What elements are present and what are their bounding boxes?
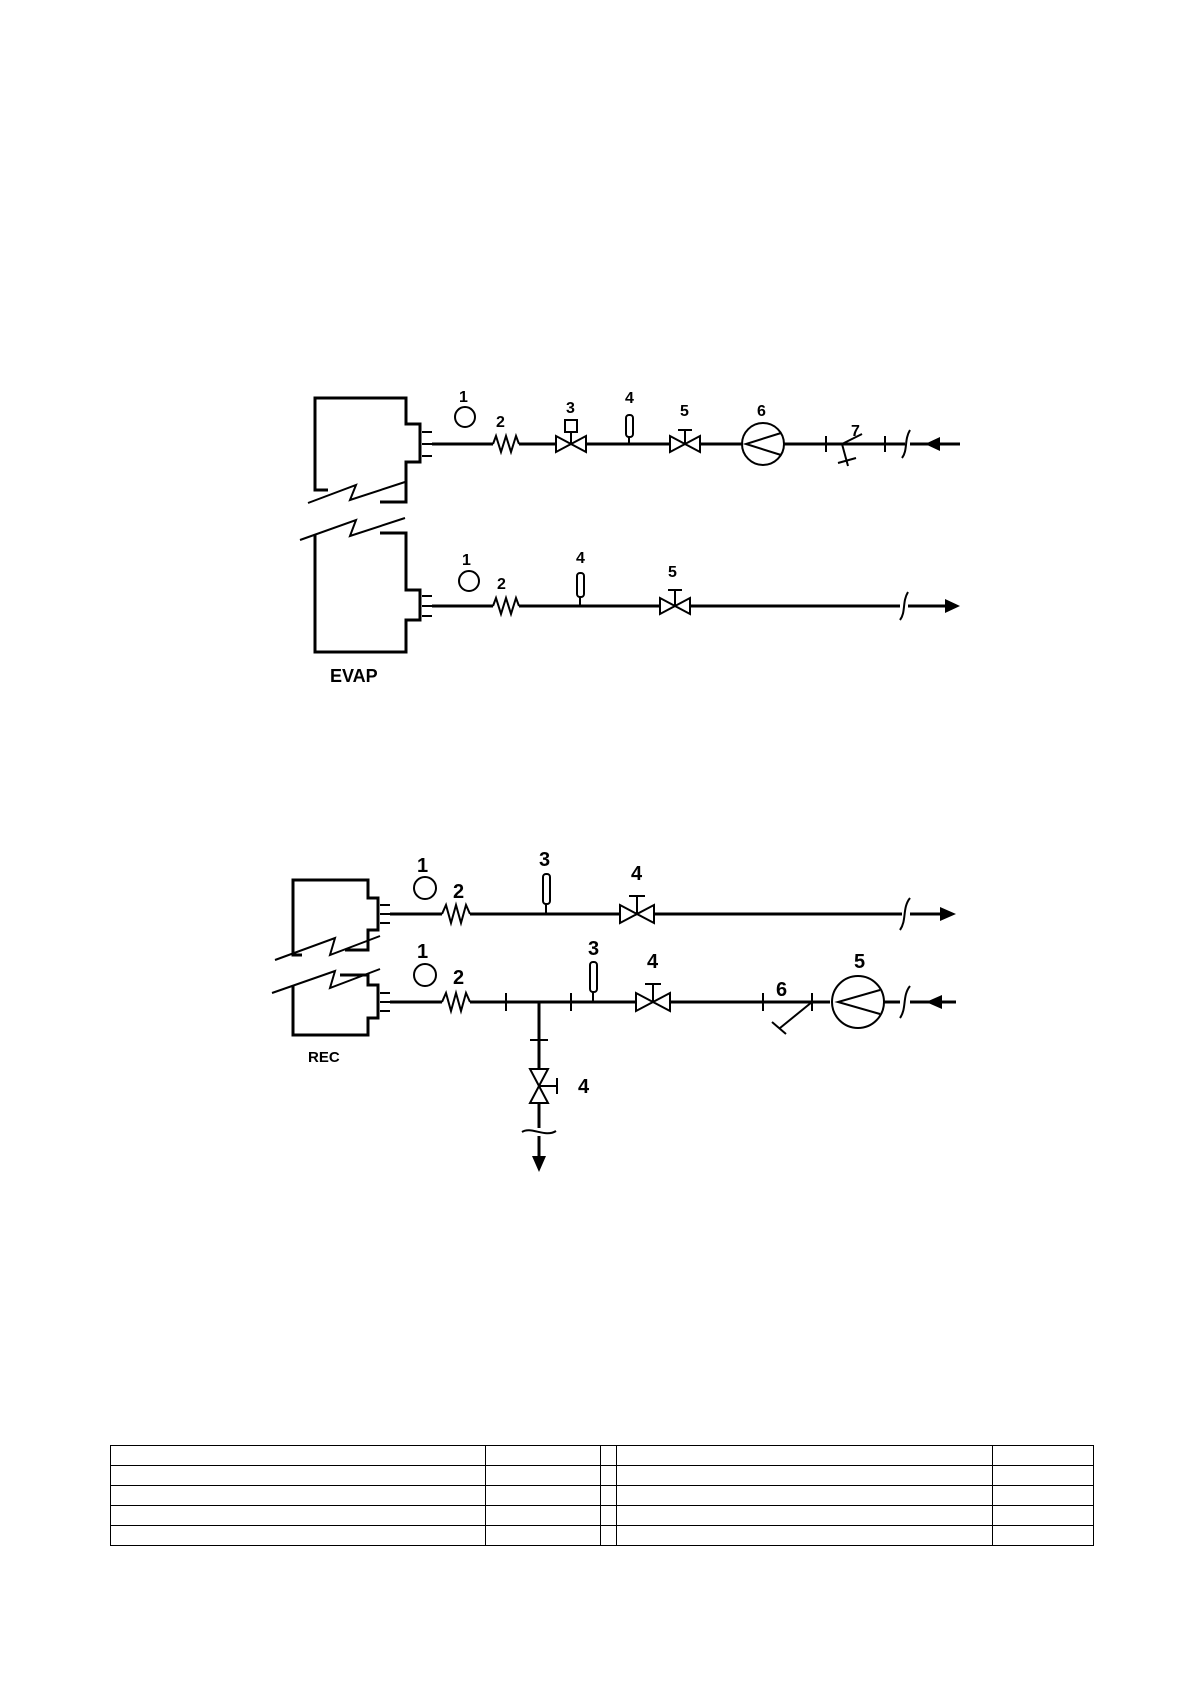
evap-outlet-label-2: 2 (497, 576, 506, 593)
legend-table (110, 1445, 1094, 1546)
evap-inlet-label-5: 5 (680, 403, 689, 420)
rec-lower-label-6: 6 (776, 979, 787, 1001)
table-cell (110, 1505, 486, 1526)
rec-lower-label-3: 3 (588, 938, 599, 960)
evap-unit-label: EVAP (330, 666, 378, 686)
table-cell (616, 1465, 993, 1486)
table-row (110, 1505, 1094, 1526)
gate-valve-icon (635, 991, 656, 1013)
table-cell (616, 1445, 993, 1466)
table-cell (485, 1485, 601, 1506)
pressure-gauge-icon (413, 963, 437, 987)
flow-out-arrow-icon (945, 599, 960, 613)
rec-upper-label-4: 4 (631, 863, 643, 885)
table-cell (110, 1525, 486, 1546)
rec-diagram: REC 1 2 3 4 (271, 849, 956, 1172)
table-cell (600, 1525, 617, 1546)
rec-lower-label-5: 5 (854, 951, 865, 973)
evap-diagram: EVAP (299, 389, 960, 686)
evap-inlet-label-6: 6 (757, 403, 766, 420)
valve-body-icon (555, 434, 574, 454)
table-cell (616, 1505, 993, 1526)
evap-outlet-label-4: 4 (576, 550, 585, 567)
rec-upper-label-3: 3 (539, 849, 550, 871)
flexible-joint-icon (492, 432, 520, 456)
gate-valve-icon (619, 903, 640, 925)
table-cell (110, 1485, 486, 1506)
thermometer-icon (542, 873, 551, 905)
table-cell (110, 1465, 486, 1486)
rec-unit-label: REC (308, 1049, 340, 1066)
thermometer-icon (589, 961, 598, 993)
table-cell (616, 1525, 993, 1546)
evaporator-body (299, 396, 432, 654)
table-cell (485, 1525, 601, 1546)
table-cell (110, 1445, 486, 1466)
rec-lower-label-4: 4 (647, 951, 659, 973)
table-cell (992, 1505, 1094, 1526)
rec-upper-line (390, 873, 956, 931)
gate-valve-icon (659, 596, 678, 616)
table-cell (992, 1485, 1094, 1506)
table-cell (992, 1445, 1094, 1466)
gate-valve-icon (669, 434, 688, 454)
table-cell (485, 1505, 601, 1526)
rec-upper-label-1: 1 (417, 855, 428, 877)
thermometer-icon (576, 572, 585, 598)
flow-out-arrow-icon (940, 907, 956, 921)
table-cell (616, 1485, 993, 1506)
rec-upper-label-2: 2 (453, 881, 464, 903)
table-row (110, 1485, 1094, 1506)
rec-lower-line (390, 961, 956, 1172)
evap-outlet-label-5: 5 (668, 564, 677, 581)
strainer-icon (779, 1001, 813, 1029)
table-cell (485, 1465, 601, 1486)
flexible-joint-icon (441, 901, 471, 927)
evap-outlet-line (432, 572, 960, 621)
table-cell (485, 1445, 601, 1466)
table-cell (600, 1485, 617, 1506)
table-cell (600, 1505, 617, 1526)
evap-inlet-label-1: 1 (459, 389, 468, 406)
evap-inlet-line (432, 414, 960, 467)
flow-in-arrow-icon (925, 437, 940, 451)
pressure-gauge-icon (458, 570, 480, 592)
pressure-gauge-icon (413, 876, 437, 900)
flexible-joint-icon (492, 594, 520, 618)
table-row (110, 1445, 1094, 1466)
evap-inlet-label-4: 4 (625, 390, 634, 407)
table-cell (600, 1465, 617, 1486)
table-row (110, 1465, 1094, 1486)
strainer-icon (841, 433, 863, 445)
flow-down-arrow-icon (532, 1156, 546, 1172)
rec-lower-label-1: 1 (417, 941, 428, 963)
recovery-body (271, 878, 390, 1037)
rec-lower-label-2: 2 (453, 967, 464, 989)
thermometer-icon (625, 414, 634, 438)
table-cell (992, 1525, 1094, 1546)
solenoid-actuator-icon (564, 419, 578, 433)
rec-drain-label-4: 4 (578, 1076, 590, 1098)
evap-inlet-label-7: 7 (851, 423, 860, 440)
evap-inlet-label-2: 2 (496, 414, 505, 431)
table-cell (992, 1465, 1094, 1486)
table-cell (600, 1445, 617, 1466)
table-row (110, 1525, 1094, 1546)
flow-in-arrow-icon (926, 995, 942, 1009)
evap-inlet-label-3: 3 (566, 400, 575, 417)
drain-valve-icon (528, 1068, 550, 1089)
flexible-joint-icon (441, 989, 471, 1015)
evap-outlet-label-1: 1 (462, 552, 471, 569)
pressure-gauge-icon (454, 406, 476, 428)
